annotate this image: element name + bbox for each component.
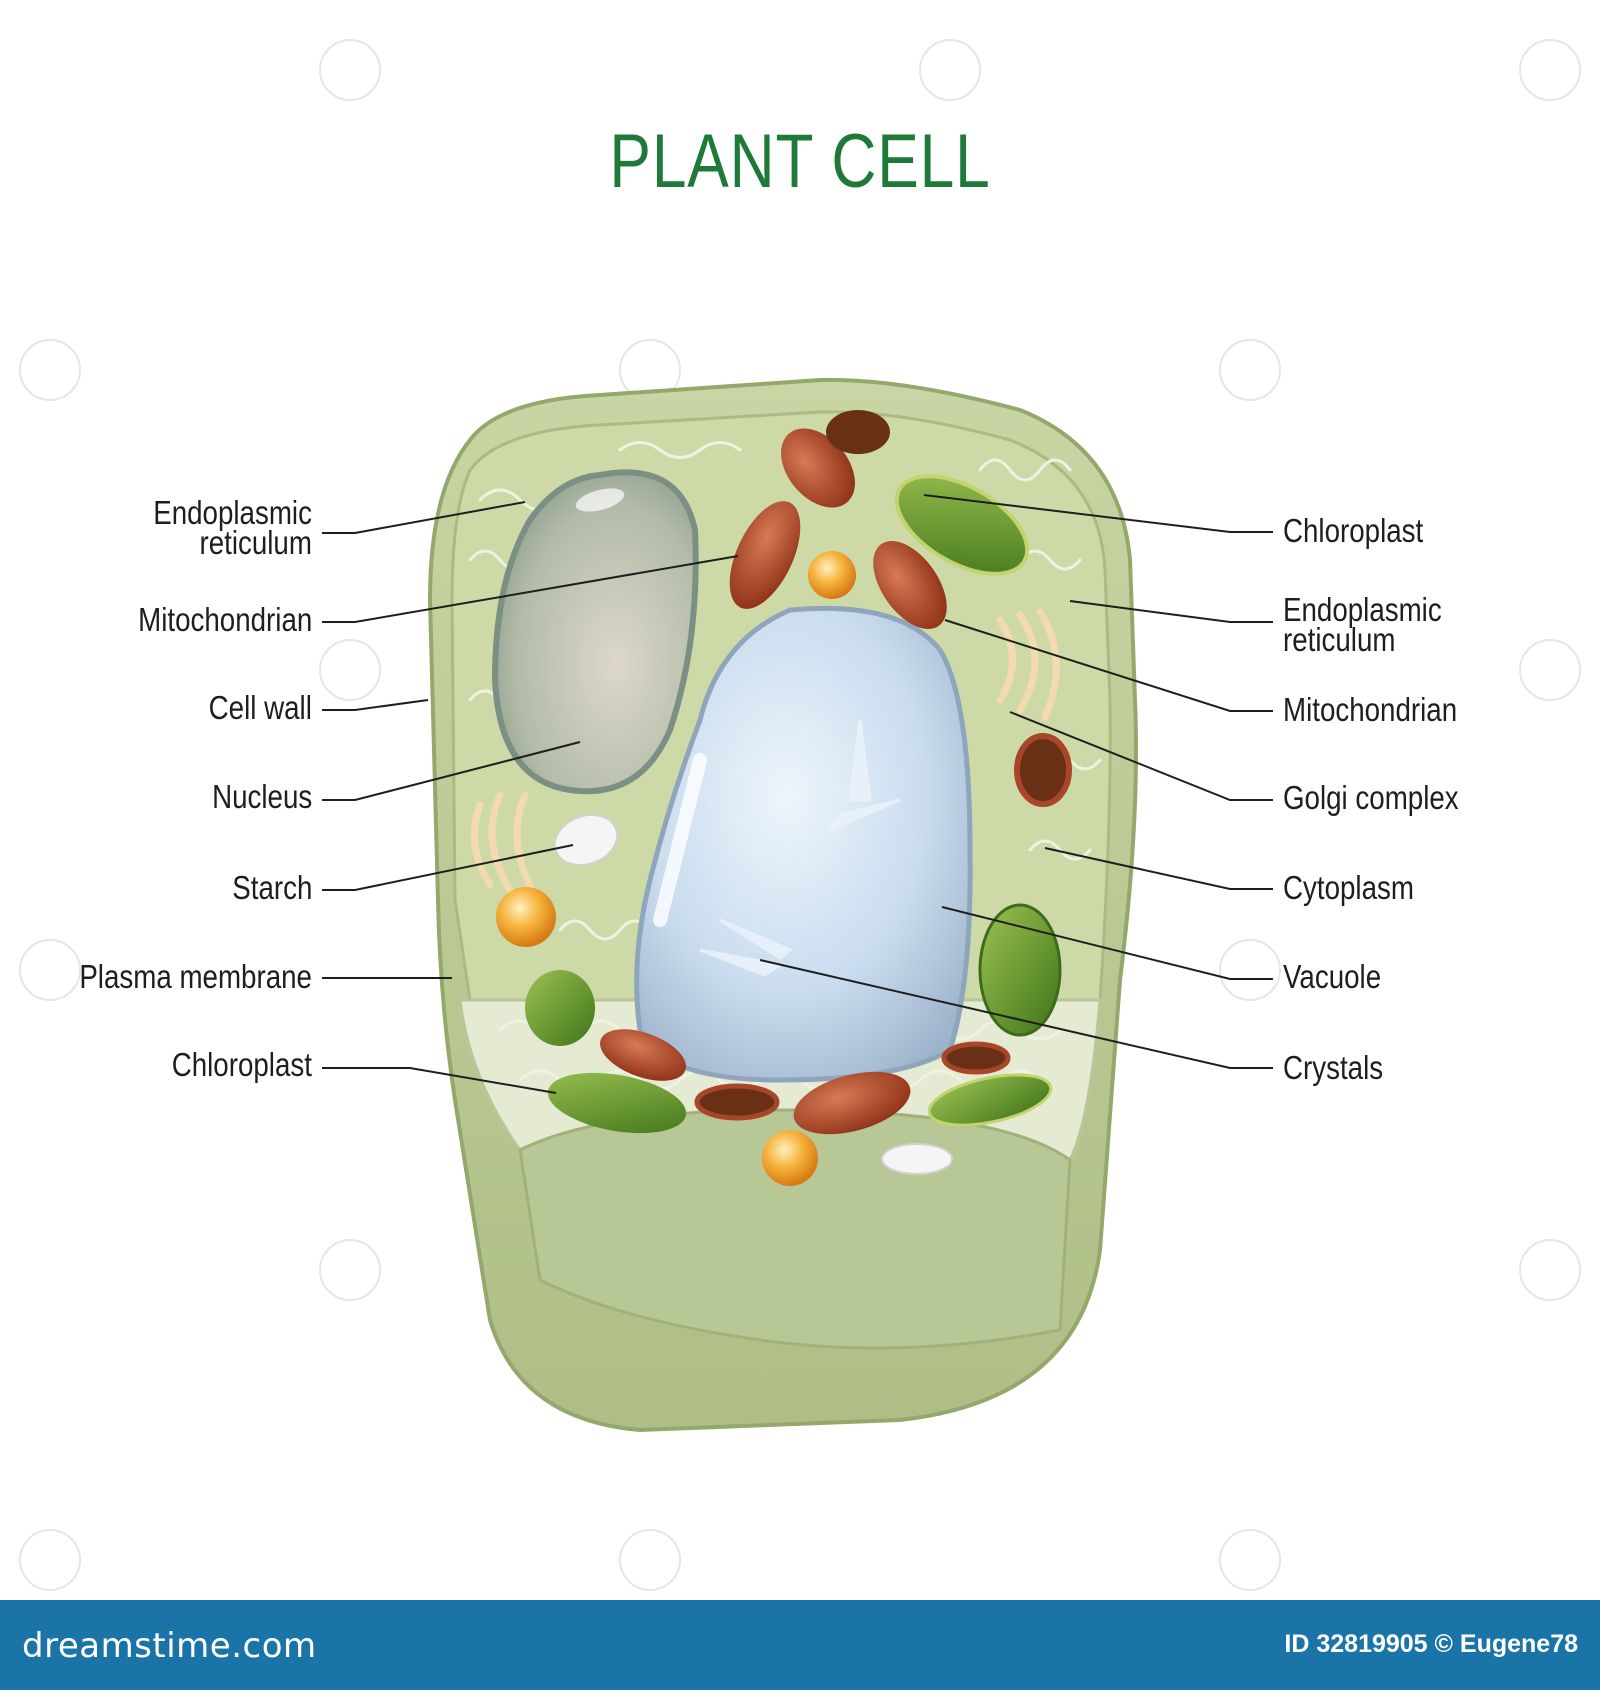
watermark-layer: [19, 39, 1581, 1591]
label-cytoplasm: Cytoplasm: [1283, 869, 1414, 906]
mitochondria-group: [600, 410, 1072, 1135]
nucleus-shape: [491, 469, 699, 795]
page-title: PLANT CELL: [609, 119, 991, 204]
label-chloroplast-left: Chloroplast: [171, 1046, 312, 1083]
footer-bar: dreamstime.com ID 32819905 © Eugene78: [0, 1600, 1600, 1690]
leader-lines: [322, 494, 1273, 1094]
footer-brand[interactable]: dreamstime.com: [22, 1626, 317, 1666]
label-starch: Starch: [231, 869, 312, 906]
label-golgi-complex: Golgi complex: [1283, 779, 1459, 816]
label-mitochondrian-right: Mitochondrian: [1283, 691, 1458, 728]
label-crystals: Crystals: [1283, 1049, 1384, 1086]
label-chloroplast-right: Chloroplast: [1283, 512, 1424, 549]
starch-shape: [553, 813, 619, 867]
cell-illustration: [19, 39, 1581, 1591]
golgi-shape: [470, 608, 1060, 899]
label-cell-wall: Cell wall: [208, 689, 312, 726]
vacuole-shape: [634, 605, 973, 1083]
vesicles-group: [496, 551, 856, 1186]
label-nucleus: Nucleus: [211, 778, 312, 815]
label-plasma-membrane: Plasma membrane: [79, 958, 312, 995]
chloroplasts-group: [525, 474, 1062, 1134]
crystals-shape: [699, 719, 901, 977]
label-vacuole: Vacuole: [1283, 958, 1382, 995]
label-mitochondrian-left: Mitochondrian: [137, 601, 312, 638]
footer-credit: ID 32819905 © Eugene78: [1284, 1630, 1578, 1658]
